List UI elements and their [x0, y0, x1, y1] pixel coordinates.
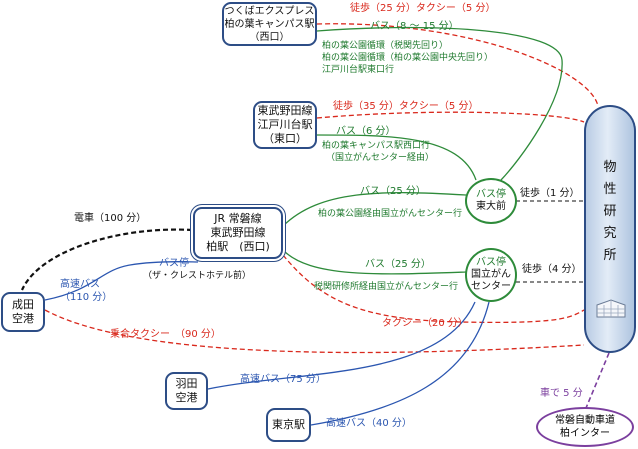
kashiwa-todai-bus-line: 柏の葉公園経由国立がんセンター行 — [318, 209, 463, 219]
kashiwa-gan-bus-label: バス（25 分） — [365, 259, 431, 270]
gancenter-name-2: センター — [471, 281, 511, 292]
edogawadai-line: 東武野田線 — [257, 104, 313, 117]
kashiwanoha-bus-label: バス（8 ～ 15 分） — [370, 21, 459, 32]
ic-name-2: 柏インター — [560, 428, 610, 439]
gancenter-stop-label: バス停 — [476, 257, 506, 268]
todai-walk-label: 徒歩（1 分） — [520, 188, 580, 199]
kashiwa-gan-bus-line — [282, 249, 467, 275]
train-label: 電車（100 分） — [74, 213, 147, 224]
edogawadai-walk-label: 徒歩（35 分）タクシー（5 分） — [333, 101, 479, 112]
narita-airport-box: 成田 空港 — [1, 292, 45, 332]
tokyo-station-box: 東京駅 — [266, 408, 311, 442]
institute-char-4: 究 — [603, 226, 617, 241]
gan-walk-label: 徒歩（4 分） — [522, 264, 582, 275]
kashiwanoha-walk-line — [316, 23, 599, 107]
kashiwanoha-bus-line-2: 柏の葉公園循環（柏の葉公園中央先回り） — [322, 53, 494, 63]
kashiwa-gan-bus-line: 税関研修所経由国立がんセンター行 — [314, 282, 459, 292]
kashiwanoha-name: 柏の葉キャンパス駅 — [224, 18, 315, 30]
todaimae-bus-stop: バス停 東大前 — [465, 178, 517, 224]
ic-node: 常磐自動車道 柏インター — [536, 407, 634, 447]
kashiwanoha-station-box: つくばエクスプレス 柏の葉キャンパス駅 （西口） — [222, 2, 317, 46]
kashiwanoha-line: つくばエクスプレス — [224, 5, 315, 17]
edogawadai-bus-line-1: 柏の葉キャンパス駅西口行 — [322, 141, 431, 151]
ic-name-1: 常磐自動車道 — [555, 415, 615, 426]
narita-bus-label-1: 高速バス — [60, 279, 100, 290]
edogawadai-bus-line-2: （国立がんセンター経由） — [326, 153, 435, 163]
kashiwanoha-walk-label: 徒歩（25 分）タクシー（5 分） — [350, 3, 496, 14]
kashiwa-taxi-line — [282, 254, 585, 324]
edogawadai-bus-label: バス（6 分） — [336, 126, 396, 137]
tokyo-name: 東京駅 — [272, 418, 305, 431]
kashiwanoha-bus-line — [316, 26, 563, 181]
kashiwa-line-1: JR 常磐線 — [214, 212, 262, 225]
institute-char-2: 性 — [603, 182, 617, 197]
narita-bus-line — [44, 260, 199, 301]
gancenter-bus-stop: バス停 国立がん センター — [465, 248, 517, 302]
ic-car-line — [585, 352, 610, 409]
train-line — [20, 228, 193, 291]
tokyo-bus-line — [310, 301, 490, 426]
haneda-airport-box: 羽田 空港 — [165, 372, 208, 410]
edogawadai-exit: （東口） — [263, 132, 307, 145]
edogawadai-name: 江戸川台駅 — [257, 118, 313, 131]
kashiwa-todai-bus-label: バス（25 分） — [360, 186, 426, 197]
haneda-name-1: 羽田 — [175, 377, 198, 390]
haneda-bus-line — [207, 301, 476, 390]
edogawadai-station-box: 東武野田線 江戸川台駅 （東口） — [253, 101, 317, 149]
kashiwa-taxi-label: タクシー（20 分） — [382, 318, 468, 329]
narita-bus-label-2: （110 分） — [60, 292, 113, 303]
kashiwanoha-bus-line-1: 柏の葉公園循環（税関先回り） — [322, 41, 449, 51]
kashiwa-line-2: 東武野田線 — [210, 226, 266, 239]
institute-building: 物 性 研 究 所 — [584, 105, 636, 353]
haneda-name-2: 空港 — [175, 391, 198, 404]
kashiwa-station-box: JR 常磐線 東武野田線 柏駅 (西口) — [193, 207, 283, 259]
todaimae-name: 東大前 — [476, 201, 506, 212]
narita-taxi-label: 乗合タクシー （90 分） — [110, 329, 221, 340]
ic-car-label: 車で 5 分 — [540, 388, 583, 399]
gancenter-name-1: 国立がん — [471, 269, 511, 280]
kashiwanoha-bus-line-3: 江戸川台駅東口行 — [322, 65, 395, 75]
narita-taxi-line — [44, 309, 585, 354]
edogawadai-walk-line — [316, 111, 585, 123]
institute-char-1: 物 — [603, 160, 617, 175]
haneda-bus-label: 高速バス（75 分） — [240, 374, 326, 385]
todaimae-stop-label: バス停 — [476, 189, 506, 200]
building-icon — [596, 299, 626, 318]
narita-bus-stop-name: （ザ・クレストホテル前） — [143, 271, 252, 281]
tokyo-bus-label: 高速バス（40 分） — [326, 418, 412, 429]
institute-char-3: 研 — [603, 204, 617, 219]
kashiwa-todai-bus-line — [282, 192, 467, 227]
kashiwa-name: 柏駅 (西口) — [206, 240, 270, 253]
narita-bus-stop-label: バス停 — [159, 258, 189, 269]
institute-char-5: 所 — [603, 248, 617, 263]
narita-name-2: 空港 — [12, 312, 34, 325]
edogawadai-bus-line — [316, 134, 477, 181]
kashiwanoha-exit: （西口） — [249, 31, 290, 43]
narita-name-1: 成田 — [12, 298, 34, 311]
